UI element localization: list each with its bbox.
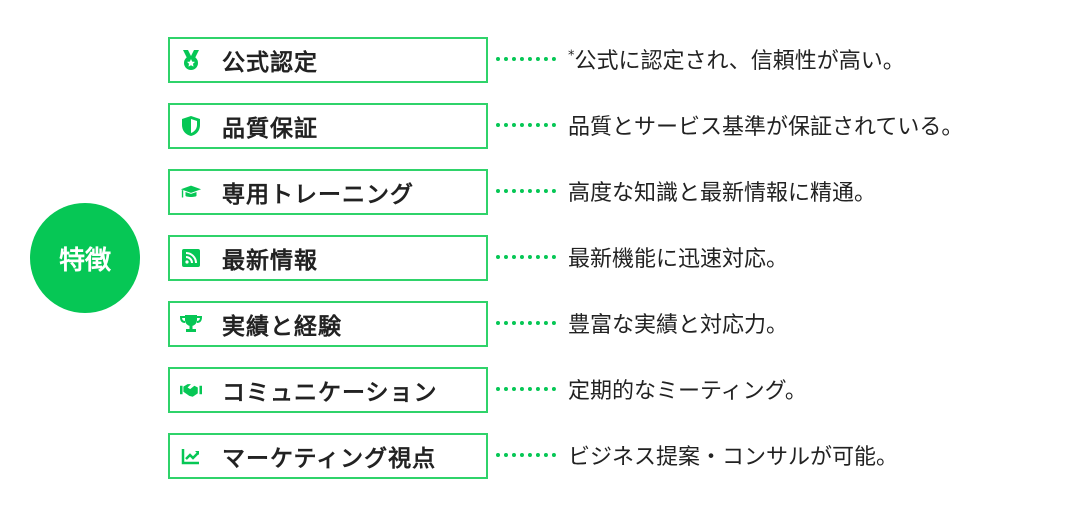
feature-box: 品質保証 [168, 103, 488, 149]
feature-box: 最新情報 [168, 235, 488, 281]
dotted-connector [496, 321, 556, 325]
chart-line-icon [180, 445, 202, 467]
feature-row: 専用トレーニング 高度な知識と最新情報に精通。 [168, 169, 1081, 215]
feature-row: 公式認定 *公式に認定され、信頼性が高い。 [168, 37, 1081, 83]
handshake-icon [180, 379, 202, 401]
feature-box: コミュニケーション [168, 367, 488, 413]
dotted-connector [496, 387, 556, 391]
dotted-connector [496, 57, 556, 61]
feature-row: 品質保証 品質とサービス基準が保証されている。 [168, 103, 1081, 149]
feature-description: 最新機能に迅速対応。 [568, 247, 789, 272]
feature-row: コミュニケーション 定期的なミーティング。 [168, 367, 1081, 413]
feature-description: *公式に認定され、信頼性が高い。 [568, 43, 905, 75]
feature-description: 高度な知識と最新情報に精通。 [568, 181, 877, 206]
medal-icon [180, 49, 202, 71]
feature-box: マーケティング視点 [168, 433, 488, 479]
feature-description: ビジネス提案・コンサルが可能。 [568, 445, 899, 470]
dotted-connector [496, 255, 556, 259]
feature-label: 公式認定 [222, 50, 318, 76]
feature-box: 専用トレーニング [168, 169, 488, 215]
feature-description: 豊富な実績と対応力。 [568, 313, 789, 338]
feature-row: 実績と経験 豊富な実績と対応力。 [168, 301, 1081, 347]
feature-description: 定期的なミーティング。 [568, 379, 807, 404]
feature-label: 専用トレーニング [222, 182, 414, 208]
graduation-cap-icon [180, 181, 202, 203]
shield-icon [180, 115, 202, 137]
trophy-icon [180, 313, 202, 335]
feature-row: マーケティング視点 ビジネス提案・コンサルが可能。 [168, 433, 1081, 479]
feature-description: 品質とサービス基準が保証されている。 [568, 115, 964, 140]
rss-icon [180, 247, 202, 269]
feature-label: 品質保証 [222, 116, 318, 142]
feature-label: マーケティング視点 [222, 446, 437, 472]
feature-description-text: 公式に認定され、信頼性が高い。 [574, 49, 905, 74]
dotted-connector [496, 123, 556, 127]
feature-row: 最新情報 最新機能に迅速対応。 [168, 235, 1081, 281]
feature-label: コミュニケーション [222, 380, 438, 406]
feature-box: 実績と経験 [168, 301, 488, 347]
feature-label: 実績と経験 [222, 314, 342, 340]
feature-box: 公式認定 [168, 37, 488, 83]
dotted-connector [496, 453, 556, 457]
feature-label: 最新情報 [222, 248, 318, 274]
features-circle: 特徴 [30, 203, 140, 313]
dotted-connector [496, 189, 556, 193]
footnote-marker: * [568, 48, 575, 64]
